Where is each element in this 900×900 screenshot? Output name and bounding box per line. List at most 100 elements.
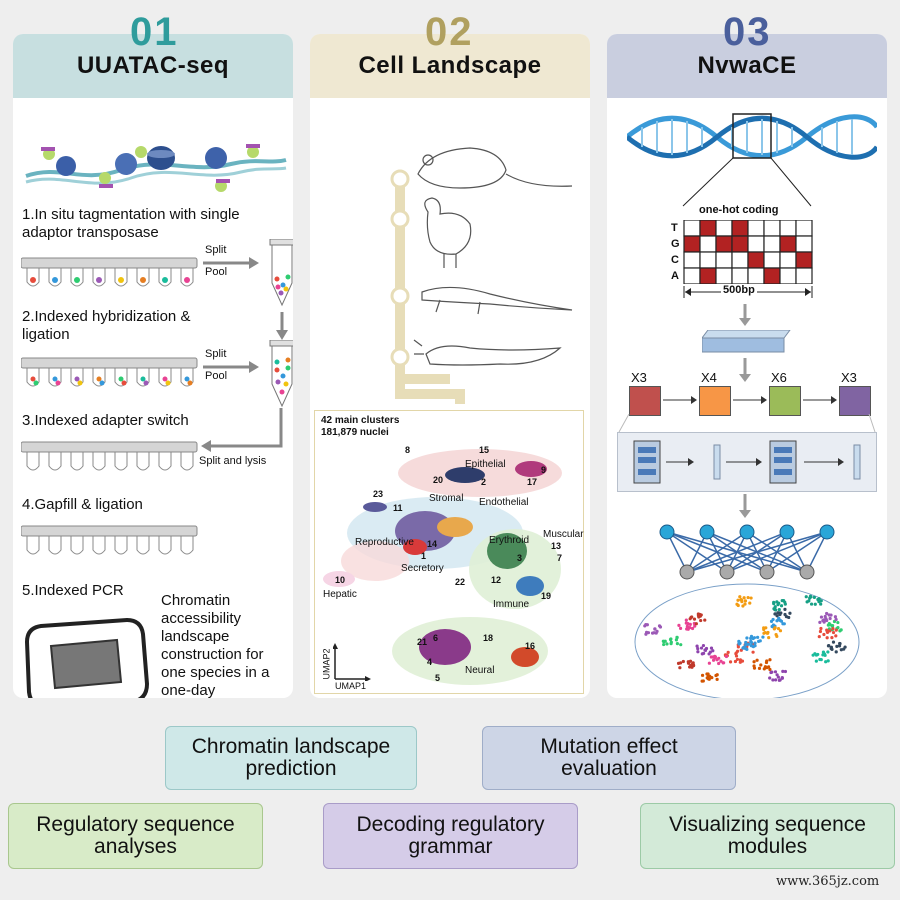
app-decoding-regulatory-grammar: Decoding regulatory grammar	[323, 803, 578, 869]
embedding-scatter	[634, 583, 860, 698]
embedding-point	[695, 644, 699, 648]
cluster-number: 21	[417, 637, 428, 647]
embedding-point	[775, 673, 779, 677]
app-3-label: Regulatory sequence analyses	[36, 813, 235, 858]
embedding-point	[677, 623, 681, 627]
group-label-muscular: Muscular	[543, 529, 584, 540]
block-4-label: X3	[841, 370, 857, 385]
embedding-point	[838, 642, 842, 646]
embedding-point	[825, 629, 829, 633]
embedding-point	[715, 677, 719, 681]
step-4-text: 4.Gapfill & ligation	[22, 496, 143, 513]
embedding-point	[834, 628, 838, 632]
embedding-point	[709, 655, 713, 659]
embedding-point	[759, 663, 763, 667]
embedding-point	[699, 613, 703, 617]
embedding-point	[738, 660, 742, 664]
block-4	[839, 386, 871, 416]
app-visualizing-sequence-modules: Visualizing sequence modules	[640, 803, 895, 869]
embedding-point	[686, 621, 690, 626]
mouse-illustration	[417, 147, 573, 189]
block-3	[769, 386, 801, 416]
base-label-a: A	[671, 270, 679, 282]
embedding-point	[822, 632, 826, 637]
one-hot-cell	[731, 251, 749, 269]
embedding-point	[831, 630, 836, 635]
embedding-point	[834, 634, 838, 638]
arrow-down-1	[276, 312, 288, 340]
embedding-point	[739, 648, 743, 652]
cluster-number: 10	[335, 575, 346, 585]
embedding-point	[826, 650, 830, 654]
summary-text: Chromatin accessibility landscape constr…	[161, 592, 270, 698]
embedding-point	[781, 622, 785, 626]
app-1-label: Chromatin landscape prediction	[191, 735, 391, 780]
embedding-point	[843, 645, 847, 649]
embedding-block	[702, 330, 791, 353]
embedding-point	[773, 605, 777, 609]
cluster-number: 12	[491, 575, 502, 585]
embedding-point	[738, 595, 742, 599]
block-arrows	[663, 396, 837, 404]
embedding-point	[828, 616, 832, 621]
embedding-point	[762, 667, 766, 671]
umap-clusters	[323, 449, 562, 685]
embedding-point	[771, 678, 775, 682]
embedding-point	[749, 636, 753, 640]
embedding-point	[768, 667, 772, 672]
embedding-point	[690, 615, 694, 619]
embedding-point	[715, 673, 719, 677]
embedding-point	[707, 677, 711, 681]
tube-2	[269, 340, 293, 408]
arrow-to-network	[739, 494, 751, 518]
base-label-g: G	[671, 238, 680, 250]
embedding-point	[726, 650, 730, 654]
one-hot-cell	[779, 220, 797, 237]
one-hot-cell	[795, 235, 813, 253]
embedding-point	[814, 653, 819, 657]
one-hot-cell	[699, 220, 717, 237]
embedding-point	[773, 612, 777, 616]
embedding-point	[704, 646, 709, 651]
cluster-number: 22	[455, 577, 466, 587]
group-label-endothelial: Endothelial	[479, 497, 529, 508]
one-hot-cell	[747, 220, 765, 237]
embedding-point	[700, 673, 705, 677]
embedding-point	[733, 659, 738, 664]
embedding-point	[817, 600, 821, 604]
well-strip-2	[21, 357, 198, 387]
chicken-illustration	[424, 197, 472, 268]
embedding-point	[678, 666, 682, 670]
network-node	[659, 524, 675, 540]
embedding-point	[669, 642, 673, 646]
zoom-lines	[682, 158, 812, 207]
network-edge	[686, 531, 748, 573]
embedding-point	[813, 602, 817, 606]
group-label-secretory: Secretory	[401, 563, 444, 574]
step-3-text: 3.Indexed adapter switch	[22, 412, 189, 429]
network-edge	[726, 531, 828, 573]
embedding-point	[707, 652, 711, 656]
embedding-point	[784, 615, 789, 619]
one-hot-cell	[699, 251, 717, 269]
embedding-point	[742, 596, 746, 600]
embedding-point	[753, 644, 757, 648]
panel-2-header: Cell Landscape	[310, 34, 590, 98]
embedding-point	[778, 629, 783, 633]
cluster-number: 1	[421, 551, 427, 561]
embedding-point	[707, 661, 711, 665]
embedding-point	[688, 622, 692, 626]
embedding-point	[691, 661, 695, 665]
app-2-label: Mutation effect evaluation	[540, 735, 678, 780]
embedding-point	[823, 614, 827, 619]
umap-axes	[333, 643, 371, 681]
embedding-point	[774, 608, 778, 612]
embedding-point	[817, 635, 821, 639]
dna-helix-icon	[627, 113, 877, 160]
cluster-number: 8	[405, 445, 411, 455]
embedding-point	[819, 658, 823, 662]
embedding-point	[734, 652, 738, 656]
embedding-point	[822, 618, 826, 622]
embedding-point	[743, 602, 747, 606]
embedding-point	[825, 611, 829, 616]
